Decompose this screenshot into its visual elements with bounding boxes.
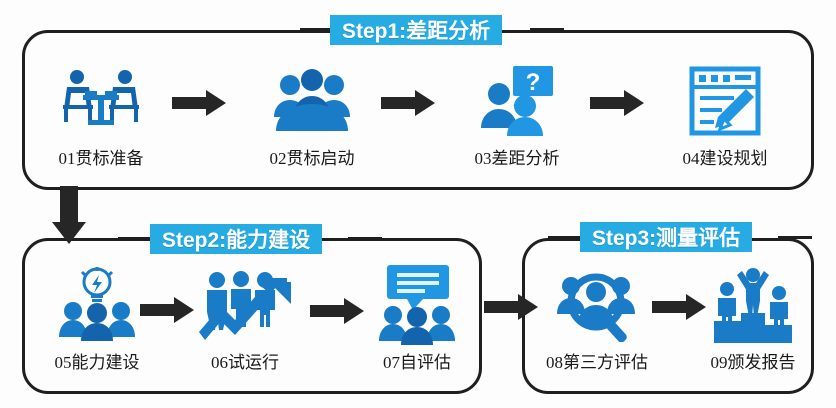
step-item-01-label: 01贯标准备 [58,149,144,168]
step-item-04-label: 04建设规划 [682,149,768,168]
step3-banner-label: Step3:测量评估 [592,227,741,250]
step2-banner[interactable]: Step2:能力建设 [150,224,323,254]
people-question-bubble-icon: ? [452,62,582,140]
step-item-09[interactable]: 09颁发报告 [688,266,818,373]
two-people-at-table-icon [36,62,166,140]
people-growth-arrow-icon [180,266,310,344]
step-item-04[interactable]: 04建设规划 [660,62,790,169]
banner-rule-right-step1 [530,28,564,31]
banner-rule-left-step1 [300,28,334,31]
step-item-02[interactable]: 02贯标启动 [247,62,377,169]
step-item-03[interactable]: ? 03差距分析 [452,62,582,169]
banner-rule-right-step2 [348,237,382,240]
step-item-02-label: 02贯标启动 [269,149,355,168]
step-item-01[interactable]: 01贯标准备 [36,62,166,169]
arrow-01-to-02 [172,88,226,118]
step-item-05[interactable]: 05能力建设 [32,266,162,373]
step-item-08[interactable]: 08第三方评估 [532,266,662,373]
magnifier-people-icon [532,266,662,344]
step-item-09-label: 09颁发报告 [710,353,796,372]
step-item-05-label: 05能力建设 [54,353,140,372]
banner-rule-right-step3 [778,236,812,239]
svg-text:?: ? [526,69,541,96]
banner-rule-left-step3 [548,236,582,239]
arrow-step2-to-step3 [484,292,538,322]
arrow-06-to-07 [310,296,364,326]
podium-winners-icon [688,266,818,344]
step3-banner[interactable]: Step3:测量评估 [580,222,753,252]
banner-rule-left-step2 [118,237,152,240]
arrow-08-to-09 [652,292,706,322]
step1-banner[interactable]: Step1:差距分析 [330,15,503,45]
arrow-02-to-03 [381,88,435,118]
document-pencil-icon [660,62,790,140]
arrow-03-to-04 [590,88,644,118]
step-item-07-label: 07自评估 [383,353,451,372]
step2-banner-label: Step2:能力建设 [162,229,311,252]
arrow-05-to-06 [140,295,194,325]
step-item-03-label: 03差距分析 [474,149,560,168]
arrow-step1-to-step2 [52,186,86,244]
step-item-06[interactable]: 06试运行 [180,266,310,373]
step-item-08-label: 08第三方评估 [546,353,648,372]
lightbulb-people-icon [32,266,162,344]
speech-bubble-people-icon [352,265,482,345]
group-of-people-icon [247,62,377,140]
step-item-06-label: 06试运行 [211,353,279,372]
step1-banner-label: Step1:差距分析 [342,20,491,43]
step-item-07[interactable]: 07自评估 [352,265,482,373]
